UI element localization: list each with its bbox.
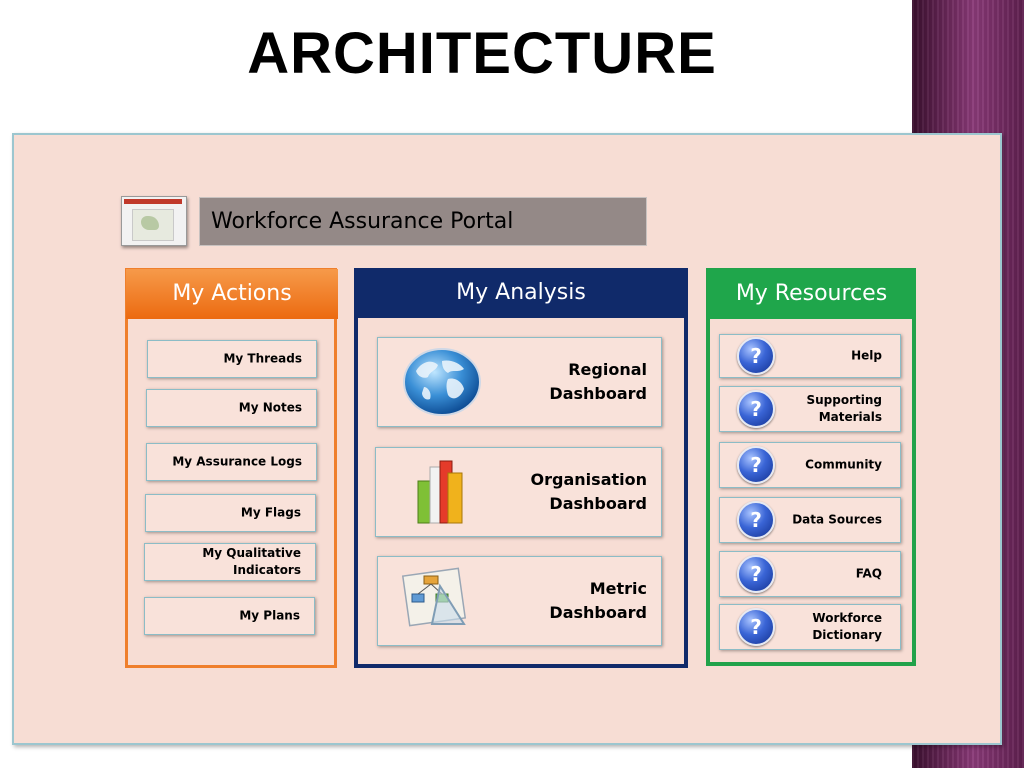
metric-dashboard-label: Metric Dashboard xyxy=(549,579,647,622)
help-icon: ? xyxy=(737,390,775,428)
bar-chart-icon xyxy=(417,460,463,524)
supporting-materials-button[interactable]: ? Supporting Materials xyxy=(719,386,901,432)
portal-title: Workforce Assurance Portal xyxy=(211,209,514,234)
my-threads-button[interactable]: My Threads xyxy=(147,340,317,378)
portal-header: Workforce Assurance Portal xyxy=(199,197,647,246)
help-icon: ? xyxy=(737,446,775,484)
my-assurance-logs-label: My Assurance Logs xyxy=(172,454,302,469)
my-flags-button[interactable]: My Flags xyxy=(145,494,316,532)
faq-button[interactable]: ? FAQ xyxy=(719,551,901,597)
my-assurance-logs-button[interactable]: My Assurance Logs xyxy=(146,443,317,481)
workforce-dictionary-button[interactable]: ? Workforce Dictionary xyxy=(719,604,901,650)
metric-dashboard-button[interactable]: Metric Dashboard xyxy=(377,556,662,646)
regional-dashboard-label: Regional Dashboard xyxy=(549,360,647,403)
my-qualitative-indicators-label: My Qualitative Indicators xyxy=(202,546,301,577)
workforce-dictionary-label: Workforce Dictionary xyxy=(812,611,882,642)
data-sources-label: Data Sources xyxy=(792,512,882,527)
community-label: Community xyxy=(805,457,882,472)
organisation-dashboard-label: Organisation Dashboard xyxy=(530,470,647,513)
organisation-dashboard-button[interactable]: Organisation Dashboard xyxy=(375,447,662,537)
my-resources-header: My Resources xyxy=(707,269,916,319)
my-analysis-header: My Analysis xyxy=(355,268,687,318)
my-threads-label: My Threads xyxy=(223,351,302,366)
my-flags-label: My Flags xyxy=(240,505,301,520)
my-notes-label: My Notes xyxy=(238,400,302,415)
flowchart-icon xyxy=(402,567,467,627)
help-icon: ? xyxy=(737,501,775,539)
my-notes-button[interactable]: My Notes xyxy=(146,389,317,427)
my-plans-button[interactable]: My Plans xyxy=(144,597,315,635)
help-label: Help xyxy=(851,348,882,363)
my-qualitative-indicators-button[interactable]: My Qualitative Indicators xyxy=(144,543,316,581)
community-button[interactable]: ? Community xyxy=(719,442,901,488)
portal-thumbnail-icon xyxy=(121,196,187,246)
my-plans-label: My Plans xyxy=(239,608,300,623)
help-icon: ? xyxy=(737,555,775,593)
faq-label: FAQ xyxy=(855,566,882,581)
help-icon: ? xyxy=(737,608,775,646)
help-button[interactable]: ? Help xyxy=(719,334,901,378)
my-actions-header: My Actions xyxy=(126,269,338,319)
help-icon: ? xyxy=(737,337,775,375)
slide-title: ARCHITECTURE xyxy=(247,21,717,86)
regional-dashboard-button[interactable]: Regional Dashboard xyxy=(377,337,662,427)
globe-icon xyxy=(403,348,481,416)
supporting-materials-label: Supporting Materials xyxy=(806,393,882,424)
data-sources-button[interactable]: ? Data Sources xyxy=(719,497,901,543)
